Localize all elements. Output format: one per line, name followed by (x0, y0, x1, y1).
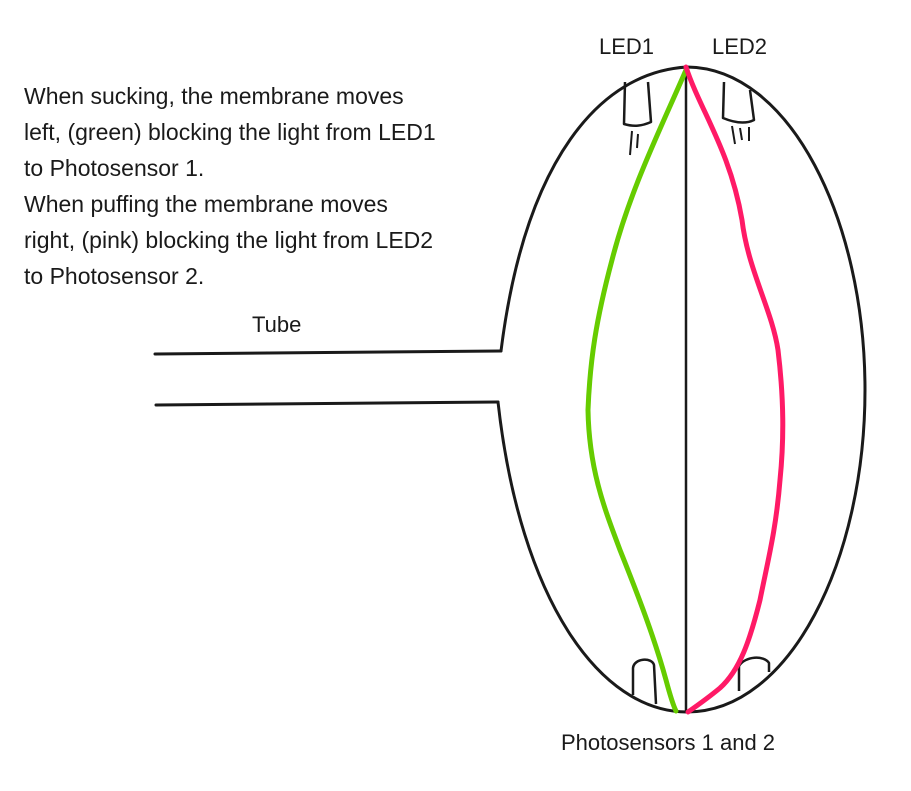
led2-label: LED2 (712, 34, 768, 59)
caption-line: to Photosensor 1. (24, 155, 205, 181)
chamber-outline (496, 65, 867, 714)
tube-label: Tube (252, 312, 302, 337)
caption-line: to Photosensor 2. (24, 263, 205, 289)
caption-line: When puffing the membrane moves (24, 191, 388, 217)
tube-upper-wall (153, 349, 503, 356)
membrane-suck-curve (585, 67, 689, 714)
membrane-puff-curve (683, 64, 786, 715)
photosensor-2-icon (737, 656, 771, 691)
led1-label: LED1 (599, 34, 655, 59)
caption-line: left, (green) blocking the light from LE… (24, 119, 436, 145)
led2-icon (721, 81, 756, 145)
photosensors-label: Photosensors 1 and 2 (561, 730, 776, 755)
led1-icon (622, 81, 653, 156)
photosensor-1-icon (631, 658, 658, 705)
caption-line: When sucking, the membrane moves (24, 83, 404, 109)
caption-line: right, (pink) blocking the light from LE… (24, 227, 434, 253)
explanation-text: When sucking, the membrane moves left, (… (24, 78, 524, 294)
tube-lower-wall (154, 400, 500, 407)
